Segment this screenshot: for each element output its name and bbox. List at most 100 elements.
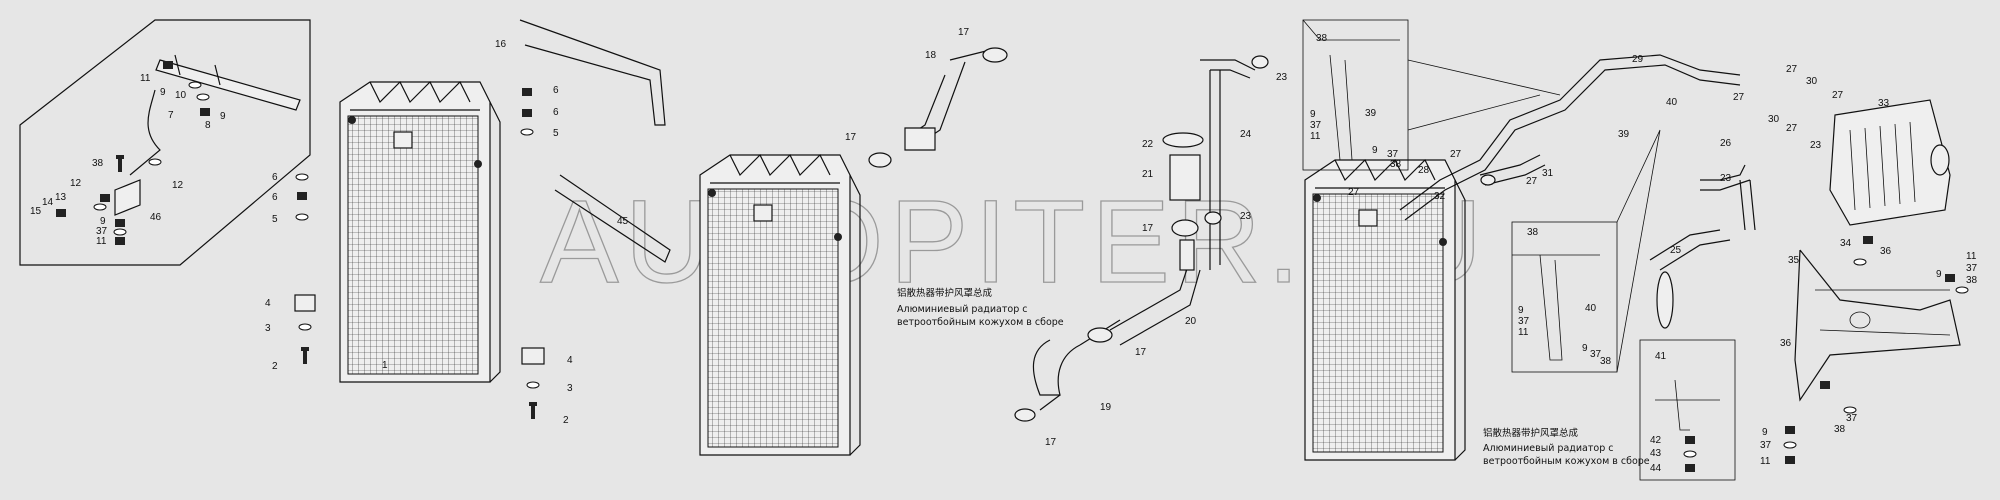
label-29: 29 xyxy=(1632,54,1644,65)
label-32: 32 xyxy=(1434,191,1446,202)
label-27: 27 xyxy=(1348,187,1360,198)
caption-ru-2b: ветроотбойным кожухом в сборе xyxy=(1483,456,1650,467)
label-17d: 17 xyxy=(1045,437,1057,448)
label-6b: 6 xyxy=(553,107,559,118)
label-19: 19 xyxy=(1100,402,1112,413)
label-17c: 17 xyxy=(1135,347,1147,358)
label-9b: 9 xyxy=(220,111,226,122)
expansion-tank-33 xyxy=(1829,99,1951,226)
label-37f: 37 xyxy=(1760,440,1772,451)
label-17e: 17 xyxy=(1142,223,1154,234)
label-3b: 3 xyxy=(567,383,573,394)
label-46: 46 xyxy=(150,212,162,223)
radiator-assembly-2 xyxy=(699,154,861,456)
inset-box-39 xyxy=(1302,19,1409,171)
label-12b: 12 xyxy=(70,178,82,189)
label-16: 16 xyxy=(495,39,507,50)
label-37b: 37 xyxy=(1310,120,1322,131)
label-7: 7 xyxy=(168,110,174,121)
label-11f: 11 xyxy=(1518,327,1529,338)
label-20: 20 xyxy=(1185,316,1197,327)
label-14: 14 xyxy=(42,197,54,208)
label-9d: 9 xyxy=(1310,109,1316,120)
label-9g: 9 xyxy=(1762,427,1768,438)
label-25: 25 xyxy=(1670,245,1682,256)
label-9i: 9 xyxy=(1582,343,1588,354)
label-9f: 9 xyxy=(1936,269,1942,280)
label-40: 40 xyxy=(1666,97,1678,108)
label-30: 30 xyxy=(1806,76,1818,87)
label-40b: 40 xyxy=(1585,303,1597,314)
label-3: 3 xyxy=(265,323,271,334)
label-24: 24 xyxy=(1240,129,1252,140)
label-38e: 38 xyxy=(1527,227,1539,238)
hose-19 xyxy=(1032,339,1081,396)
label-22: 22 xyxy=(1142,139,1154,150)
label-38: 38 xyxy=(92,158,104,169)
bracket-35 xyxy=(1794,249,1961,402)
radiator-assembly-1 xyxy=(339,81,501,383)
label-31: 31 xyxy=(1542,168,1554,179)
label-38d: 38 xyxy=(1834,424,1846,435)
label-6: 6 xyxy=(553,85,559,96)
label-11d: 11 xyxy=(1966,251,1977,262)
label-2b: 2 xyxy=(563,415,569,426)
caption-ru-1b: ветроотбойным кожухом в сборе xyxy=(897,317,1064,328)
label-37d: 37 xyxy=(1966,263,1978,274)
label-44: 44 xyxy=(1650,463,1662,474)
label-27c: 27 xyxy=(1526,176,1538,187)
radiator-assembly-3 xyxy=(1304,159,1466,461)
label-18: 18 xyxy=(925,50,937,61)
label-36: 36 xyxy=(1880,246,1892,257)
label-23: 23 xyxy=(1276,72,1288,83)
label-27g: 27 xyxy=(1832,90,1844,101)
label-38c: 38 xyxy=(1966,275,1978,286)
label-36b: 36 xyxy=(1780,338,1792,349)
label-38: 38 xyxy=(1316,33,1328,44)
label-35: 35 xyxy=(1788,255,1800,266)
label-30b: 30 xyxy=(1768,114,1780,125)
label-8: 8 xyxy=(205,120,211,131)
label-23b: 23 xyxy=(1240,211,1252,222)
label-12: 12 xyxy=(172,180,184,191)
label-26: 26 xyxy=(1720,138,1732,149)
label-5: 5 xyxy=(553,128,559,139)
brace-45 xyxy=(554,174,671,263)
label-39: 39 xyxy=(1365,108,1377,119)
label-10: 10 xyxy=(175,90,187,101)
label-9: 9 xyxy=(160,87,166,98)
caption-ru-1a: Алюминиевый радиатор с xyxy=(897,304,1027,315)
label-9h: 9 xyxy=(1518,305,1524,316)
label-42: 42 xyxy=(1650,435,1662,446)
label-37: 37 xyxy=(96,226,108,237)
tube-24 xyxy=(1209,70,1221,270)
inset-bracket-detail xyxy=(19,19,311,266)
caption-cn-1: 铝散热器带护风罩总成 xyxy=(897,287,993,299)
label-37c: 37 xyxy=(1387,149,1399,160)
label-5b: 5 xyxy=(272,214,278,225)
label-17b: 17 xyxy=(845,132,857,143)
label-11: 11 xyxy=(140,73,151,84)
label-33: 33 xyxy=(1878,98,1890,109)
label-1: 1 xyxy=(382,360,388,371)
label-11e: 11 xyxy=(1760,456,1771,467)
label-37g: 37 xyxy=(1518,316,1530,327)
label-17: 17 xyxy=(958,27,970,38)
label-27e: 27 xyxy=(1733,92,1745,103)
label-27f: 27 xyxy=(1786,123,1798,134)
label-34: 34 xyxy=(1840,238,1852,249)
label-41: 41 xyxy=(1655,351,1667,362)
label-15: 15 xyxy=(30,206,42,217)
label-28: 28 xyxy=(1418,165,1430,176)
shroud-bracket-16 xyxy=(519,19,666,126)
label-37e: 37 xyxy=(1846,413,1858,424)
label-43: 43 xyxy=(1650,448,1662,459)
label-11b: 11 xyxy=(96,236,107,247)
pipe-31 xyxy=(1479,154,1546,186)
label-39b: 39 xyxy=(1618,129,1630,140)
label-21: 21 xyxy=(1142,169,1154,180)
label-23d: 23 xyxy=(1720,173,1732,184)
fitting-21 xyxy=(1169,154,1201,201)
